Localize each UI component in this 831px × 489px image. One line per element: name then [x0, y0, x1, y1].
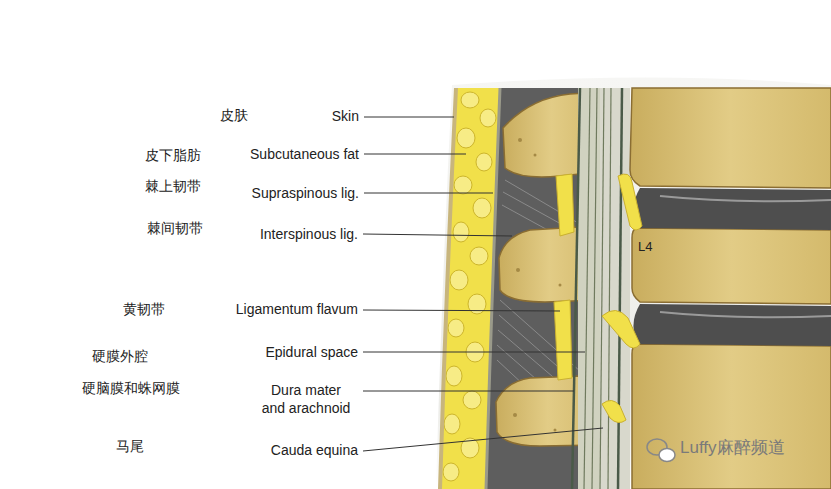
chat-bubble: [659, 449, 675, 462]
leader-line: [363, 234, 512, 236]
background-panel: [436, 78, 831, 489]
chinese-label: 皮肤: [220, 106, 248, 124]
fat-lobule: [444, 414, 460, 434]
chinese-label: 皮下脂肪: [145, 146, 201, 164]
interspinous-region: [486, 88, 600, 489]
intervertebral-discs: [633, 188, 831, 346]
chinese-label: 硬脑膜和蛛网膜: [82, 379, 180, 397]
dura-line: [618, 88, 622, 489]
fat-lobule: [446, 366, 462, 386]
facet: [602, 400, 626, 422]
ligamentum-flavum: [554, 174, 574, 380]
fat-lobule: [450, 270, 468, 290]
dura-line: [572, 88, 580, 489]
callout-label: Supraspinous lig.: [252, 184, 359, 202]
fat-lobule: [473, 198, 491, 218]
fat-lobule: [463, 391, 481, 409]
fat-lobule: [470, 247, 488, 265]
chinese-label: 棘上韧带: [145, 177, 201, 195]
bone-dot: [559, 284, 562, 287]
flavum-segment: [556, 174, 574, 236]
watermark-icon: [647, 439, 675, 462]
disc: [633, 188, 831, 230]
disc: [633, 304, 831, 346]
facet: [618, 174, 642, 230]
vertebral-body: [630, 88, 831, 188]
chinese-label: 棘间韧带: [147, 219, 203, 237]
leader-line: [363, 391, 574, 392]
bone-dot: [516, 268, 520, 272]
leader-lines: [363, 117, 603, 451]
vertebral-body: [632, 344, 831, 489]
facet-pieces: [602, 174, 642, 423]
fat-lobule: [461, 92, 479, 108]
nerve-root: [600, 88, 604, 489]
leader-line: [364, 193, 493, 194]
bone-dot: [534, 154, 537, 157]
callout-label: Dura mater and arachnoid: [259, 381, 353, 417]
bone-dot: [518, 138, 522, 142]
leader-line: [364, 154, 466, 155]
vertebral-body: [632, 228, 831, 304]
vertebral-bodies: [630, 88, 831, 489]
nerve-root: [608, 88, 611, 489]
skin-line: [440, 88, 456, 489]
flavum-segment: [554, 300, 572, 380]
fat-lobule: [453, 222, 469, 242]
leader-line: [363, 428, 603, 451]
fat-lobule: [454, 176, 472, 194]
callout-label: Skin: [332, 107, 359, 125]
leader-line: [363, 352, 585, 353]
vertebra-label: L4: [638, 238, 652, 256]
facet: [602, 310, 640, 348]
callout-label: Subcutaneous fat: [250, 145, 359, 163]
bone-dot: [513, 413, 517, 417]
callout-label: Epidural space: [265, 343, 358, 361]
watermark: Luffy麻醉频道: [680, 439, 785, 457]
chinese-label: 马尾: [116, 437, 144, 455]
chinese-label: 黄韧带: [123, 300, 165, 318]
callout-label: Cauda equina: [271, 441, 358, 459]
bone-dot: [554, 429, 557, 432]
disc-sheen: [660, 196, 831, 201]
fat-lobule: [480, 109, 496, 127]
leader-line: [364, 117, 454, 118]
fat-lobule: [448, 319, 464, 337]
bone-texture: [513, 138, 562, 432]
epidural-space: [600, 88, 630, 489]
fat-lobule: [476, 153, 492, 171]
leader-line: [363, 310, 560, 311]
callout-label: Ligamentum flavum: [236, 300, 358, 318]
disc-sheen: [660, 312, 831, 317]
chinese-label: 硬膜外腔: [92, 347, 148, 365]
fat-lobule: [443, 463, 459, 481]
fat-lobule: [457, 128, 475, 148]
callout-label: Interspinous lig.: [260, 225, 358, 243]
